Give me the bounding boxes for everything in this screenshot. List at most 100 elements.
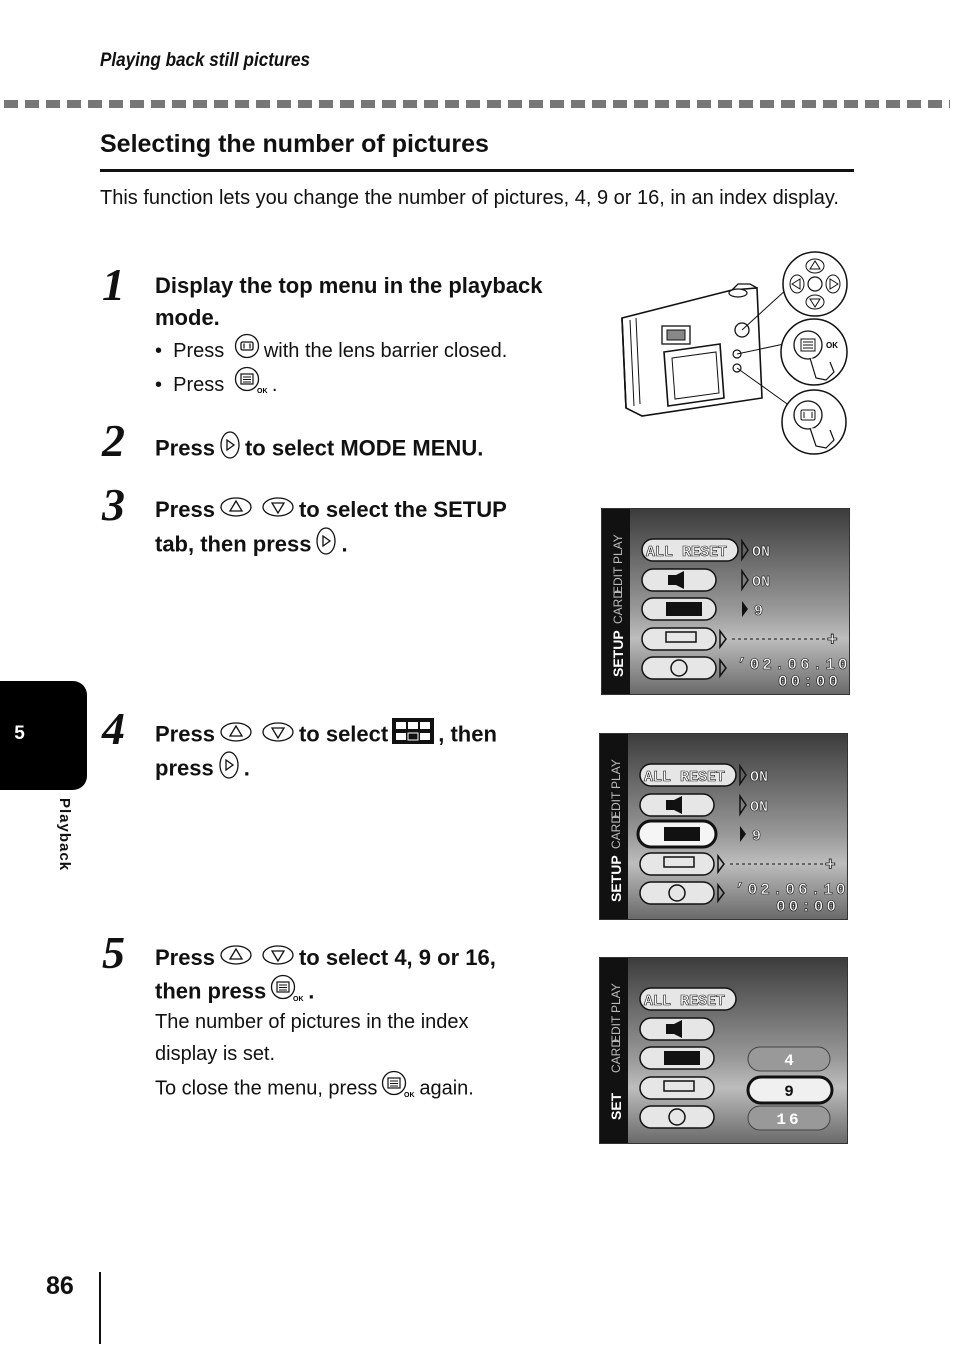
up-arrow-button-icon [219, 720, 253, 752]
bullet-text-pre: Press [173, 373, 225, 396]
page-number: 86 [46, 1272, 74, 1300]
lcd-all-reset: ALL RESET [644, 993, 725, 1010]
step-1-bullet-1: • Press with the lens barrier closed. [155, 333, 507, 370]
step-4-number: 4 [102, 703, 125, 754]
step-5-line2-pre: then press [155, 978, 267, 1004]
step-1-bullet-2: • Press OK . [155, 366, 277, 405]
chapter-number: 5 [14, 723, 25, 744]
menu-ok-button-icon: OK [234, 366, 268, 405]
step-3-line2: tab, then press. [155, 526, 348, 565]
chapter-label: Playback [56, 798, 73, 872]
ok-label: OK [826, 341, 838, 350]
step-3-line2-pre: tab, then press [155, 531, 312, 557]
step-1-title-line2: mode. [155, 305, 220, 330]
step-2-post: to select MODE MENU. [244, 435, 484, 461]
lcd-all-reset: ALL RESET [646, 544, 727, 561]
up-arrow-button-icon [219, 495, 253, 527]
bullet-text-post: . [271, 373, 278, 396]
step-4-pre: Press [155, 721, 215, 747]
index-display-icon [392, 718, 435, 753]
bullet-text-post: with the lens barrier closed. [263, 339, 508, 362]
camera-illustration: OK [612, 248, 857, 465]
step-4-line2-pre: press [155, 755, 214, 781]
lcd-tab-set: SET [608, 1092, 624, 1120]
step-5-body-line2: display is set. [155, 1043, 276, 1065]
step-3-pre: Press [155, 497, 215, 522]
ok-label: OK [257, 388, 268, 394]
lcd-on-value: ON [750, 799, 768, 816]
svg-text:+: + [825, 854, 836, 874]
lcd-on-value: ON [752, 574, 770, 591]
ok-label: OK [293, 996, 304, 1002]
lcd-time: 00:00 [778, 673, 841, 691]
step-1-title-line1: Display the top menu in the playback [155, 273, 543, 298]
right-arrow-button-icon [219, 430, 241, 469]
step-2-text: Press to select MODE MENU. [155, 430, 483, 469]
lcd-nine-value: 9 [752, 828, 761, 845]
menu-ok-button-icon: OK [270, 974, 304, 1011]
lcd-tab-edit: EDIT [609, 791, 623, 819]
ok-label: OK [404, 1092, 415, 1098]
step-5-body3-post: again. [419, 1077, 474, 1100]
step-4-mid: to select [298, 721, 389, 747]
lcd-screen-index-selected: PLAY EDIT CARD SETUP ALL RESET ON ON 9 +… [599, 733, 848, 920]
lcd-screen-setup-tab: PLAY EDIT CARD SETUP ALL RESET ON ON 9 +… [601, 508, 850, 695]
lcd-tab-card: CARD [611, 590, 625, 624]
lcd-tab-setup: SETUP [608, 855, 624, 902]
lcd-date: ’02.06.10 [735, 881, 847, 899]
menu-ok-button-icon: OK [381, 1070, 415, 1108]
lcd-tab-play: PLAY [609, 983, 623, 1013]
bullet-dot: • [155, 339, 163, 362]
step-4-line2-post: . [243, 755, 250, 781]
lcd-on-value: ON [750, 769, 768, 786]
step-3-number: 3 [102, 479, 125, 530]
up-arrow-button-icon [219, 943, 253, 975]
step-4-line2: press. [155, 750, 250, 789]
bullet-text-pre: Press [173, 339, 225, 362]
playback-button-icon [234, 333, 260, 370]
step-3-line1: Press to select the SETUP [155, 494, 507, 527]
lcd-tab-edit: EDIT [609, 1015, 623, 1043]
lcd-nine-value: 9 [754, 603, 763, 620]
lcd-tab-card: CARD [609, 1039, 623, 1073]
step-3-line2-post: . [341, 531, 348, 557]
svg-text:+: + [827, 629, 838, 649]
lcd-tab-edit: EDIT [611, 566, 625, 594]
section-rule [100, 169, 854, 172]
down-arrow-button-icon [261, 943, 295, 975]
right-arrow-button-icon [218, 750, 240, 789]
lcd-all-reset: ALL RESET [644, 769, 725, 786]
step-4-post: , then [438, 721, 497, 747]
step-5-body3-pre: To close the menu, press [155, 1077, 378, 1100]
dotted-divider [4, 100, 950, 108]
right-arrow-button-icon [315, 526, 337, 565]
step-2-number: 2 [102, 415, 125, 466]
running-head: Playing back still pictures [100, 50, 311, 71]
step-5-body-line1: The number of pictures in the index [155, 1011, 469, 1033]
lcd-tab-play: PLAY [611, 534, 625, 564]
lcd-time: 00:00 [776, 898, 839, 916]
bullet-dot: • [155, 373, 163, 396]
down-arrow-button-icon [261, 495, 295, 527]
intro-paragraph: This function lets you change the number… [100, 187, 839, 209]
step-5-number: 5 [102, 927, 125, 978]
page-number-rule [99, 1272, 101, 1344]
lcd-option-4: 4 [784, 1052, 794, 1070]
down-arrow-button-icon [261, 720, 295, 752]
lcd-tab-card: CARD [609, 815, 623, 849]
step-5-pre: Press [155, 945, 215, 970]
step-3-mid: to select the SETUP [298, 497, 507, 522]
lcd-screen-options: PLAY EDIT CARD SET ALL RESET 4 9 16 [599, 957, 848, 1144]
chapter-tab [0, 681, 87, 790]
lcd-tab-play: PLAY [609, 759, 623, 789]
step-5-line2-post: . [308, 978, 315, 1004]
lcd-date: ’02.06.10 [737, 656, 849, 674]
section-title: Selecting the number of pictures [100, 130, 489, 158]
lcd-on-value: ON [752, 544, 770, 561]
step-2-pre: Press [155, 435, 215, 461]
lcd-option-9: 9 [784, 1083, 794, 1101]
step-4-line1: Press to select , then [155, 718, 497, 753]
